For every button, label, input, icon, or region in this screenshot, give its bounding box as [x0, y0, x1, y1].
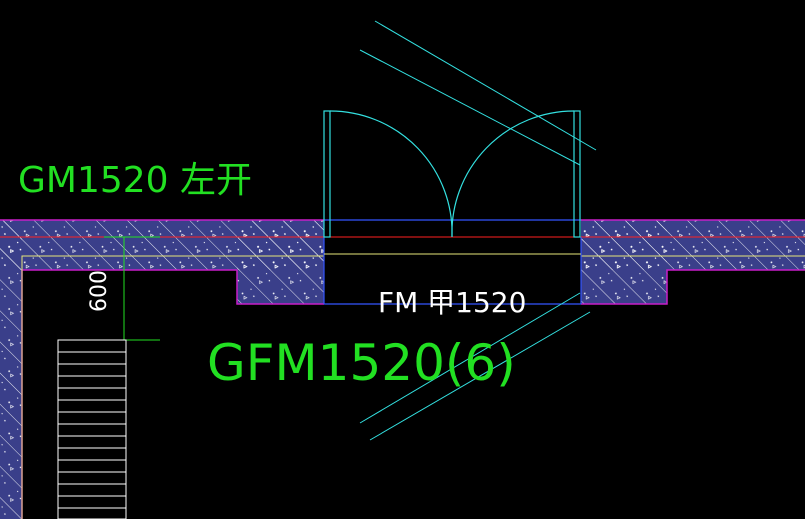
double-leaf-door-swing-icon	[323, 110, 581, 238]
finish-lines	[21, 255, 805, 519]
diagonal-reference-lines	[359, 20, 597, 441]
wall-segments	[0, 219, 805, 519]
door-left-label: GM1520 左开	[18, 160, 252, 201]
gfm-door-label: GFM1520(6)	[207, 334, 516, 392]
dimension-label: 600	[87, 270, 112, 312]
fire-door-label: FM 甲1520	[378, 286, 526, 319]
stair-treads-icon	[57, 339, 127, 519]
